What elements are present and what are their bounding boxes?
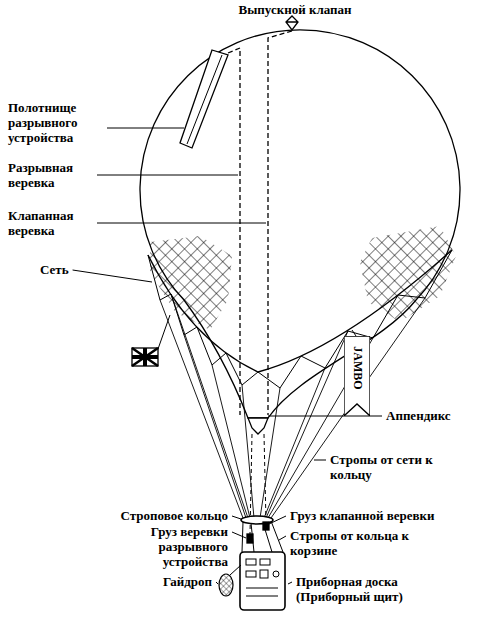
leader-line: [97, 223, 266, 224]
rip-panel-seam: [187, 55, 222, 144]
valve: [286, 16, 298, 30]
leader-line: [107, 128, 184, 129]
instrument-board: [246, 559, 279, 596]
flag-line: [158, 315, 170, 349]
net-mesh: [360, 226, 456, 322]
net-mesh: [150, 236, 232, 330]
leader-line: [97, 175, 238, 176]
part-label: Груз веревки разрывного устройства: [133, 524, 228, 569]
leader-line: [268, 416, 382, 417]
part-label: Стропы от кольца к корзине: [290, 528, 415, 558]
net-ropes: [160, 294, 425, 518]
part-label: Стропы от сети к кольцу: [330, 452, 450, 482]
part-label: Выпускной клапан: [215, 2, 375, 17]
rip-panel: [180, 50, 228, 148]
part-label: Разрывная веревка: [8, 160, 93, 190]
basket-ropes: [242, 521, 283, 552]
leader-line: [314, 460, 326, 461]
part-label: Аппендикс: [386, 408, 451, 423]
part-label: Гайдроп: [163, 574, 212, 589]
part-label: Клапанная веревка: [8, 208, 93, 238]
leader-line: [232, 516, 241, 519]
valve-cord: [268, 31, 292, 415]
part-label: Полотнище разрывного устройства: [8, 100, 103, 145]
net-fringe: [148, 250, 452, 388]
guide-rope-line: [230, 565, 241, 575]
pennant-line: [352, 330, 356, 336]
rip-cord: [228, 48, 240, 415]
leader-line: [73, 270, 152, 282]
pennant-text: JAMBO: [351, 346, 364, 389]
leader-line: [288, 582, 292, 584]
basket: [240, 552, 285, 610]
part-label: Строповое кольцо: [121, 508, 228, 523]
leader-line: [269, 516, 286, 524]
leader-line: [216, 582, 218, 584]
envelope: [140, 30, 460, 418]
part-label: Груз клапанной веревки: [290, 508, 435, 523]
guide-rope: [219, 574, 233, 596]
flag: [132, 348, 158, 366]
net-edge: [148, 250, 452, 372]
part-label: Сеть: [40, 262, 69, 277]
part-label: Приборная доска (Приборный щит): [296, 574, 446, 604]
pennant-outline: [344, 336, 370, 416]
pennant: JAMBO: [344, 336, 370, 416]
appendix: [248, 418, 268, 434]
leader-line: [279, 536, 286, 540]
leader-line: [232, 532, 246, 538]
